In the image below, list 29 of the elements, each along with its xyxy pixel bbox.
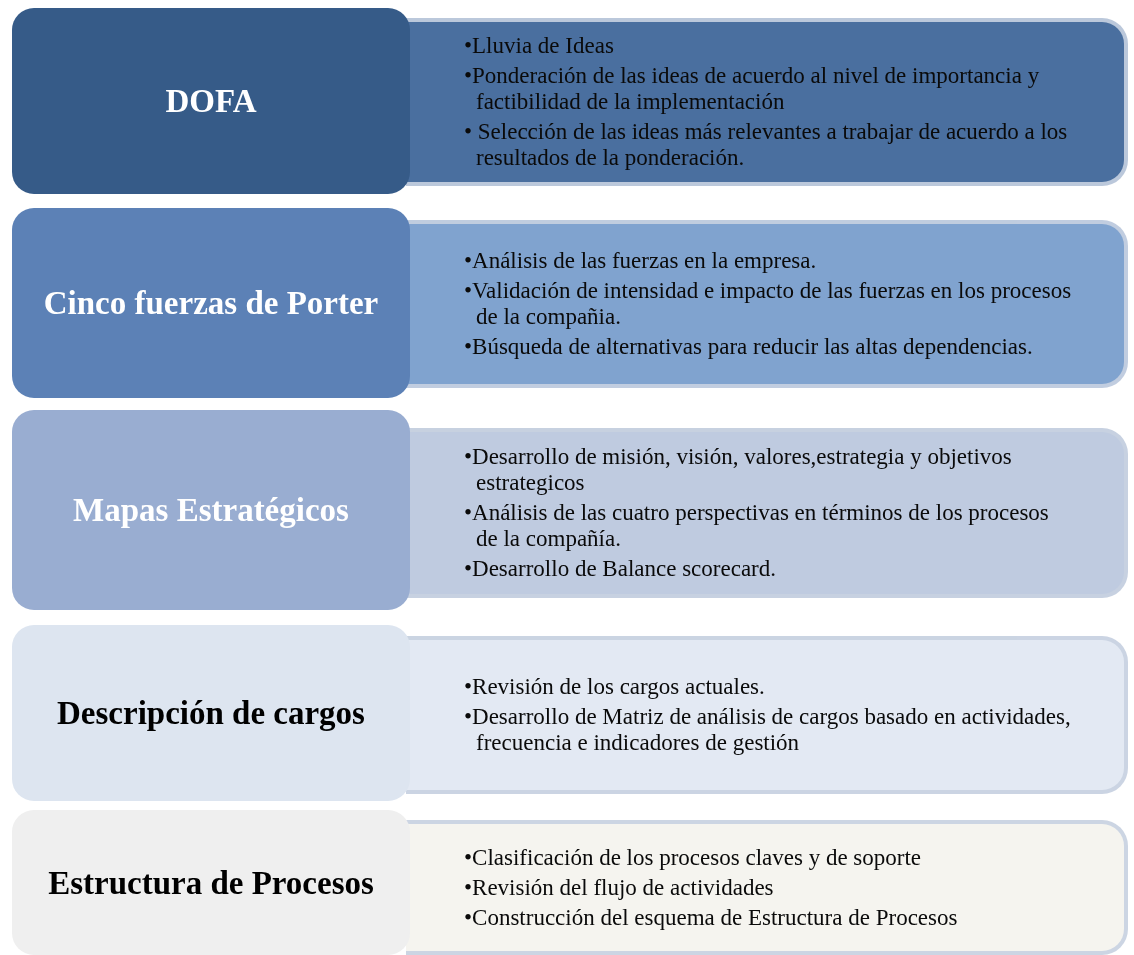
bullet-text: • Selección de las ideas más relevantes a trabajar de acuerdo a los resultados de la ponderación. [464, 119, 1069, 171]
bullet-text: •Desarrollo de misión, visión, valores,estrategia y objetivos estrategicos [464, 444, 1013, 496]
bullet-text: •Validación de intensidad e impacto de las fuerzas en los procesos de la compañia. [464, 278, 1073, 330]
heading-text: Estructura de Procesos [48, 863, 374, 902]
detail-panel [406, 636, 1128, 794]
bullet-text: •Desarrollo de Matriz de análisis de cargos basado en actividades, frecuencia e indicadores de gestión [464, 704, 1072, 756]
heading-text: DOFA [165, 82, 257, 120]
bullet-text: •Análisis de las cuatro perspectivas en términos de los procesos de la compañía. [464, 500, 1050, 552]
detail-panel [406, 18, 1128, 186]
bullet-text: •Análisis de las fuerzas en la empresa. [464, 248, 818, 274]
bullet-text: •Revisión de los cargos actuales. [464, 674, 766, 700]
bullet-text: •Ponderación de las ideas de acuerdo al nivel de importancia y factibilidad de la implementación [464, 63, 1041, 115]
bullet-text: •Búsqueda de alternativas para reducir las altas dependencias. [464, 334, 1034, 360]
detail-panel [406, 220, 1128, 388]
bullet-text: •Clasificación de los procesos claves y de soporte [464, 844, 923, 871]
detail-panel [406, 820, 1128, 955]
bullet-text: •Desarrollo de Balance scorecard. [464, 556, 777, 582]
detail-panel [406, 428, 1128, 598]
heading-panel [12, 625, 410, 801]
heading-text: Descripción de cargos [57, 694, 365, 732]
bullet-text: •Construcción del esquema de Estructura de Procesos [464, 904, 959, 931]
heading-text: Cinco fuerzas de Porter [43, 284, 379, 322]
bullet-text: •Lluvia de Ideas [464, 33, 615, 59]
bullet-text: •Revisión del flujo de actividades [464, 874, 775, 901]
heading-panel [12, 8, 410, 194]
heading-panel [12, 810, 410, 955]
heading-panel [12, 410, 410, 610]
heading-panel [12, 208, 410, 398]
heading-text: Mapas Estratégicos [73, 491, 349, 529]
